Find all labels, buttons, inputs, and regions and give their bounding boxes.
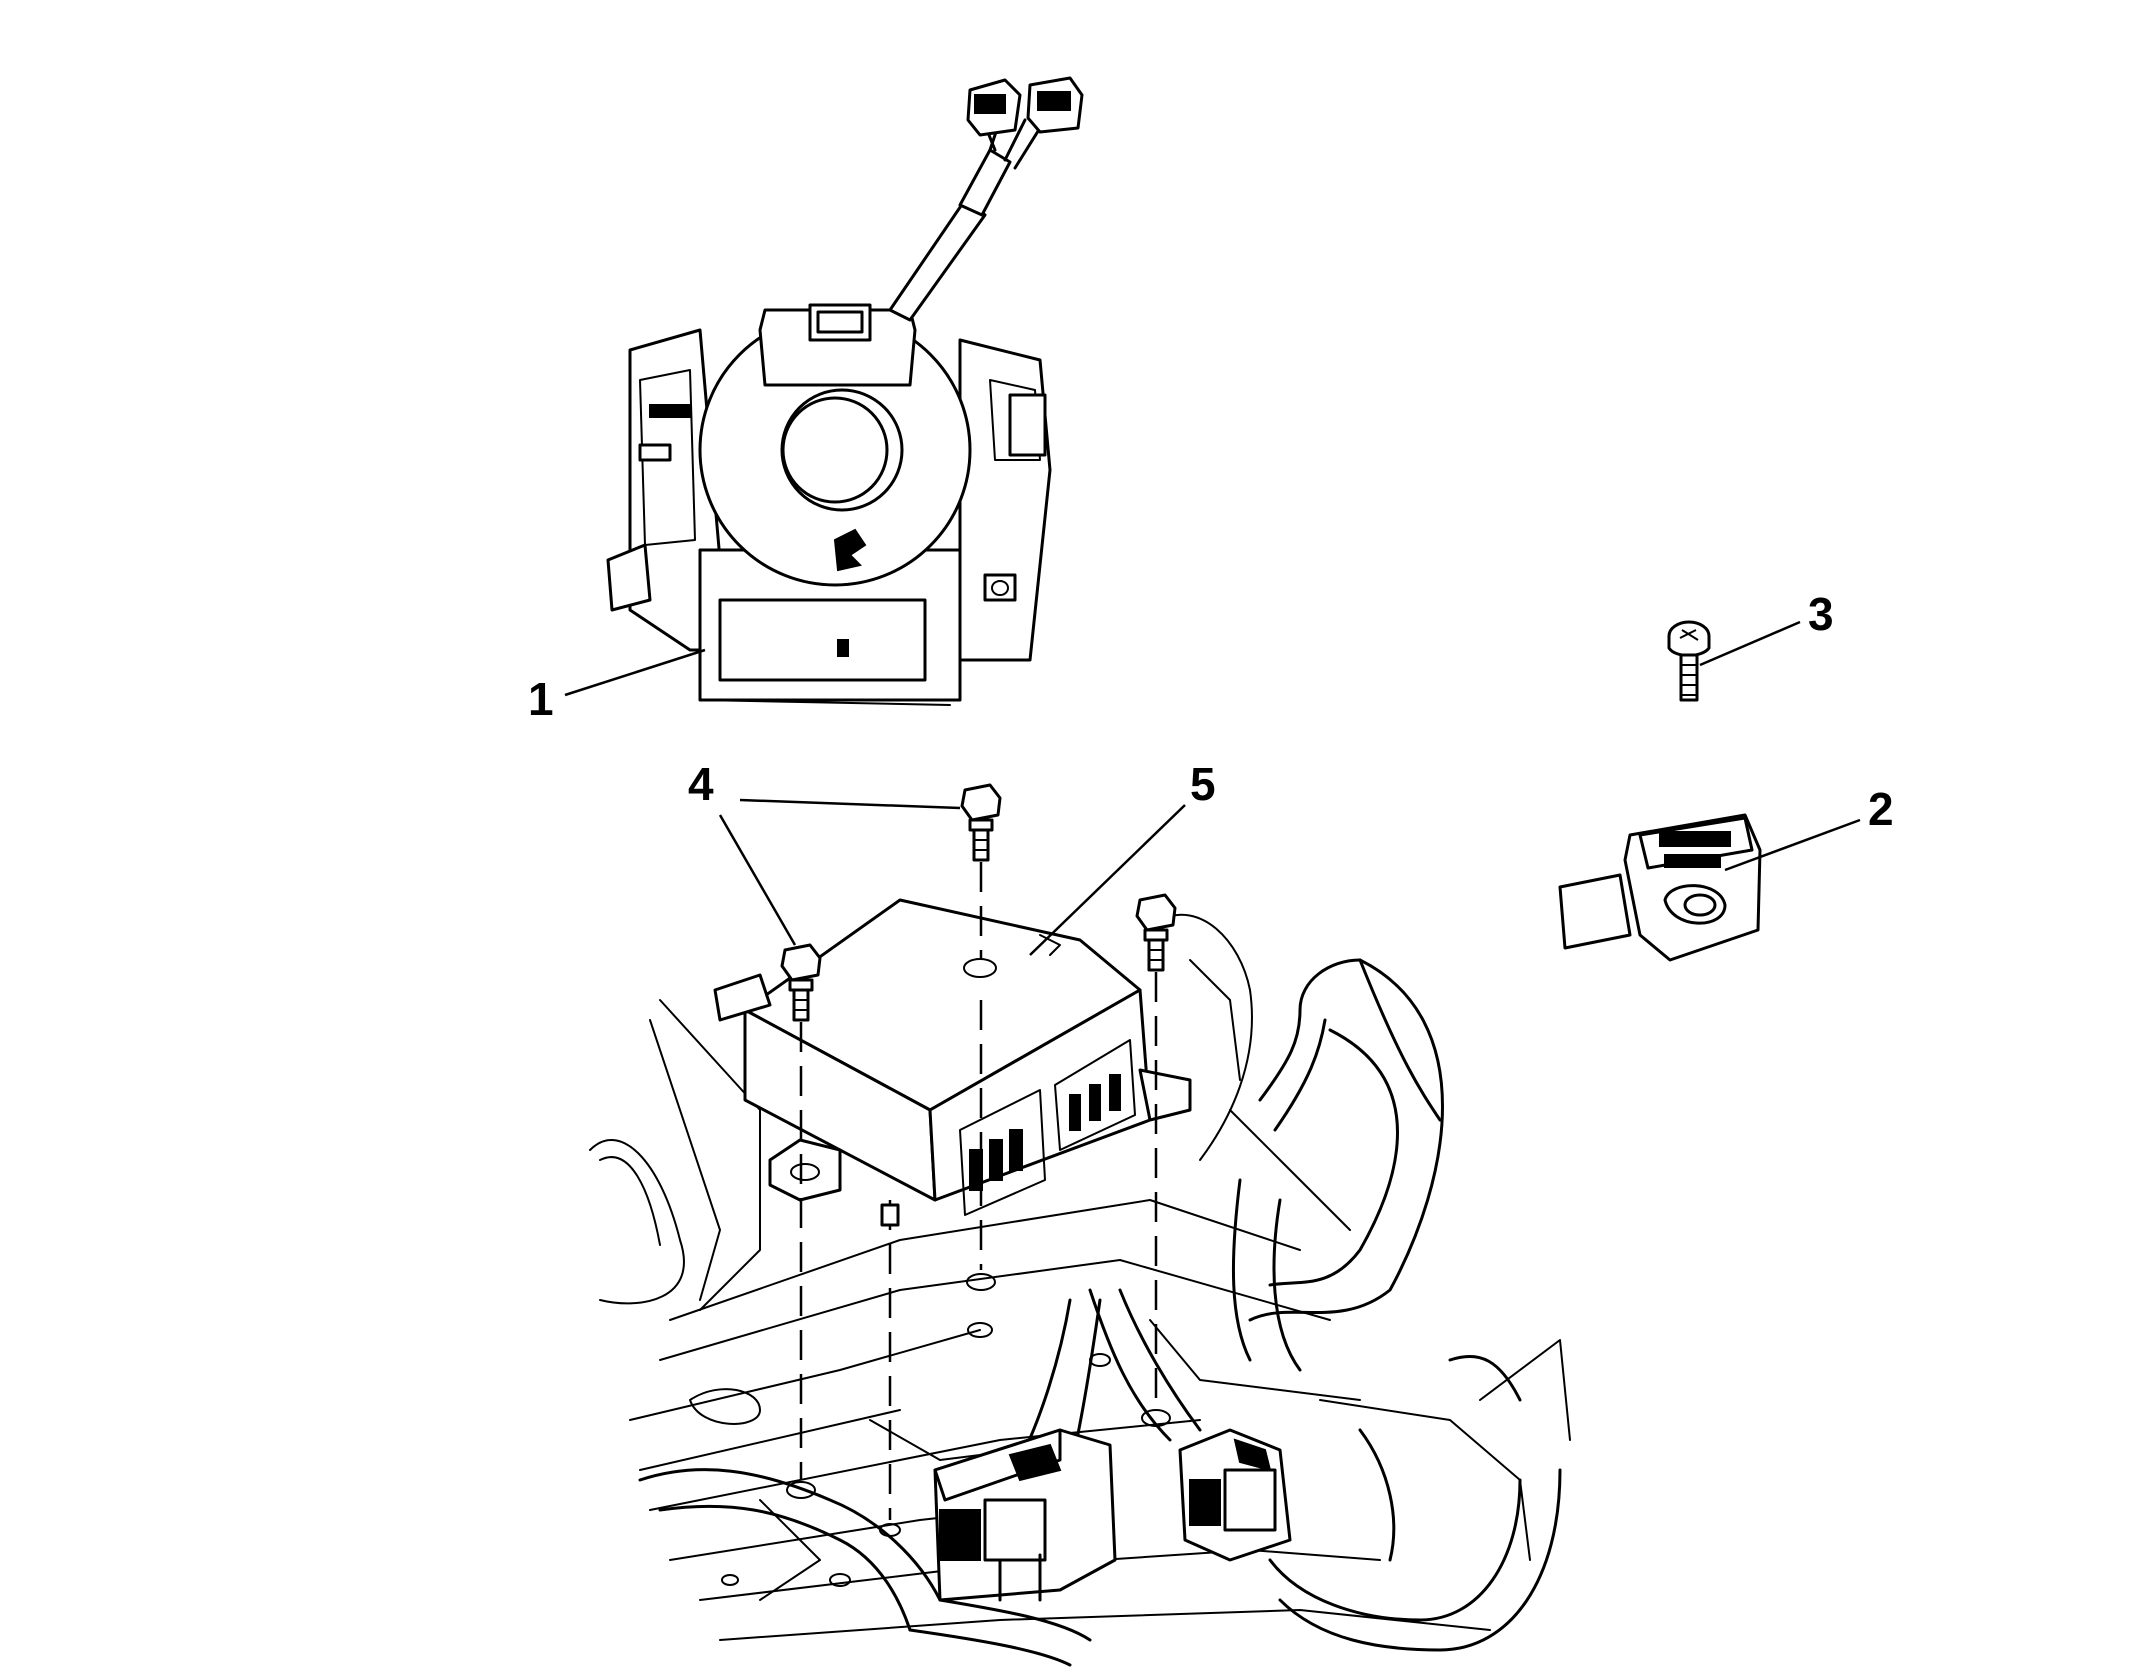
harness-connector-right [1178,1428,1292,1562]
harness-connector-left [933,1428,1117,1602]
part-1-clockspring [606,76,1084,706]
part-2-sensor [1558,813,1762,962]
part-3-screw [1667,620,1711,702]
clockspring-plug-a [966,78,1022,137]
clockspring-plug-b [1026,76,1084,134]
part-5-control-module [713,898,1192,1216]
callout-4: 4 [688,758,714,810]
part-4-bolt-right [1135,893,1177,972]
callout-2: 2 [1868,783,1894,835]
wiring-harness [638,958,1562,1667]
part-4-bolt-left [780,943,822,1022]
alignment-lines [786,862,1171,1537]
callout-1: 1 [528,673,554,725]
floor-pan [589,913,1571,1641]
callout-leaders [564,620,1861,956]
callout-3: 3 [1808,588,1834,640]
callout-5: 5 [1190,758,1216,810]
part-4-bolt-top [960,783,1002,862]
